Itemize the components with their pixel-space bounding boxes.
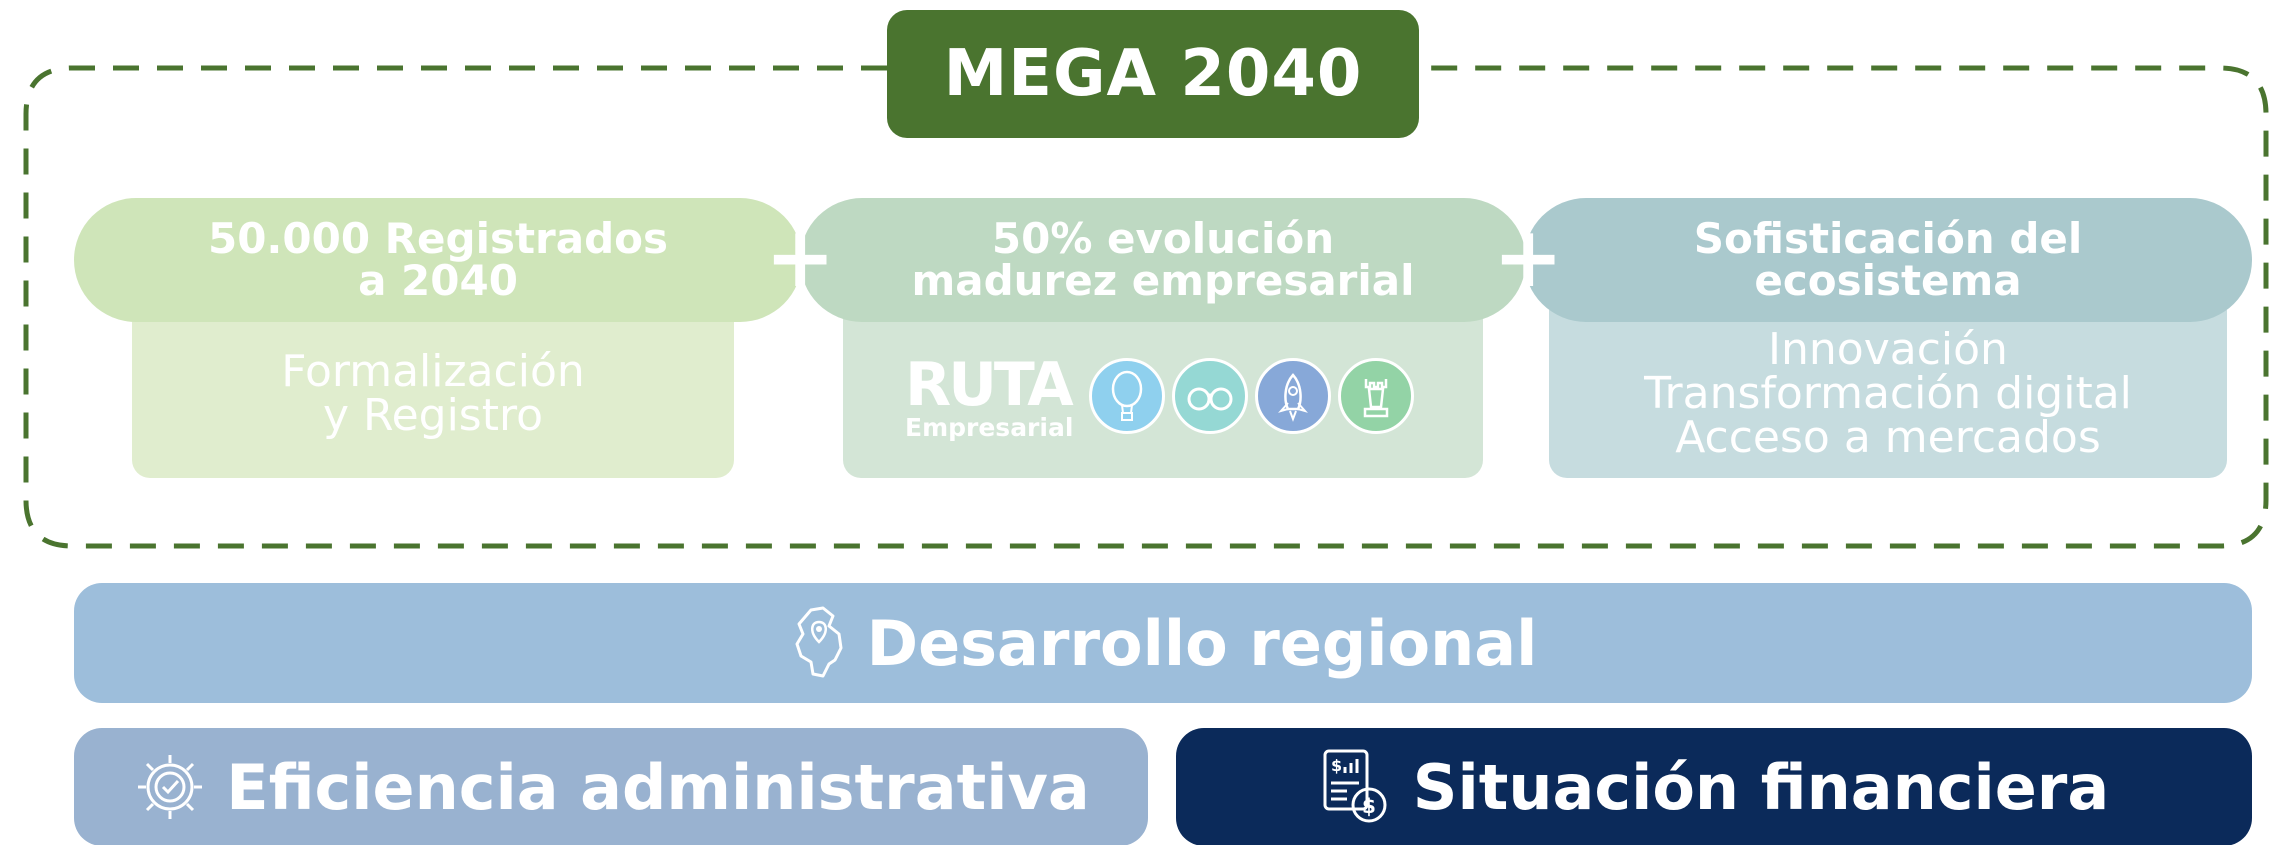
binoculars-icon <box>1172 358 1248 434</box>
goal-3-headline-line-2: ecosistema <box>1754 256 2022 305</box>
gear-check-icon <box>138 755 203 819</box>
pillar-situacion-financiera: $ $ Situación financiera <box>1176 728 2252 845</box>
ruta-logo-word: RUTA <box>905 350 1074 420</box>
goal-1-detail-line-2: y Registro <box>322 390 544 441</box>
pillar-situacion-financiera-label: Situación financiera <box>1412 750 2110 824</box>
goal-3-headline: Sofisticación del ecosistema <box>1524 198 2252 322</box>
pillar-eficiencia-administrativa: Eficiencia administrativa <box>74 728 1148 845</box>
goal-1-headline: 50.000 Registrados a 2040 <box>74 198 802 322</box>
goal-1-detail: Formalización y Registro <box>132 310 734 478</box>
goal-2-headline: 50% evolución madurez empresarial <box>800 198 1526 322</box>
colombia-map-pin-icon <box>795 606 843 678</box>
goal-1-detail-line-1: Formalización <box>281 346 585 397</box>
svg-text:$: $ <box>1362 794 1376 818</box>
goal-3-detail: Innovación Transformación digital Acceso… <box>1549 310 2227 478</box>
pillar-desarrollo-regional: Desarrollo regional <box>74 583 2252 703</box>
goal-3-detail-line-1: Innovación <box>1768 324 2008 375</box>
goal-3-headline-line-1: Sofisticación del <box>1693 214 2083 263</box>
plus-connector-1: + <box>765 208 836 306</box>
goal-3-detail-line-2: Transformación digital <box>1644 368 2132 419</box>
hot-air-balloon-icon <box>1089 358 1165 434</box>
goal-1-headline-line-2: a 2040 <box>358 256 518 305</box>
mega-title: MEGA 2040 <box>887 10 1419 138</box>
goal-3-detail-line-3: Acceso a mercados <box>1675 412 2101 463</box>
goal-2-headline-line-1: 50% evolución <box>991 214 1335 263</box>
chess-rook-icon <box>1338 358 1414 434</box>
pillar-desarrollo-regional-label: Desarrollo regional <box>866 606 1538 680</box>
financial-report-icon: $ $ <box>1323 749 1387 823</box>
plus-connector-2: + <box>1493 208 1564 306</box>
svg-text:$: $ <box>1331 756 1342 775</box>
pillar-eficiencia-administrativa-label: Eficiencia administrativa <box>226 750 1090 824</box>
goal-1-headline-line-1: 50.000 Registrados <box>207 214 669 263</box>
rocket-icon <box>1255 358 1331 434</box>
ruta-empresarial-logo: RUTA Empresarial <box>905 350 1074 445</box>
ruta-logo-subtitle: Empresarial <box>905 413 1074 442</box>
mega-dashed-frame <box>23 65 2269 549</box>
goal-2-headline-line-2: madurez empresarial <box>911 256 1415 305</box>
